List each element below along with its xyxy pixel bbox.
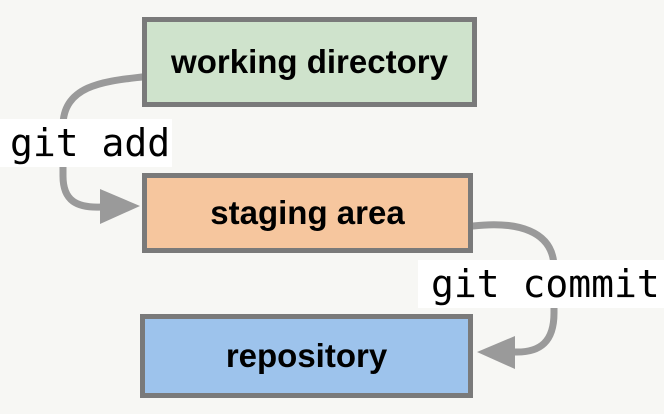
edge-label-git-commit: git commit: [418, 260, 664, 308]
node-repository-label: repository: [225, 337, 388, 374]
node-staging-area-label: staging area: [210, 194, 405, 231]
node-repository: repository: [140, 314, 473, 398]
edge-label-git-add: git add: [0, 119, 172, 167]
node-working-directory: working directory: [142, 17, 477, 107]
git-add-arrowhead-icon: [100, 189, 140, 224]
git-commit-arrowhead-icon: [477, 336, 515, 369]
node-working-directory-label: working directory: [171, 43, 448, 80]
node-staging-area: staging area: [142, 173, 473, 253]
